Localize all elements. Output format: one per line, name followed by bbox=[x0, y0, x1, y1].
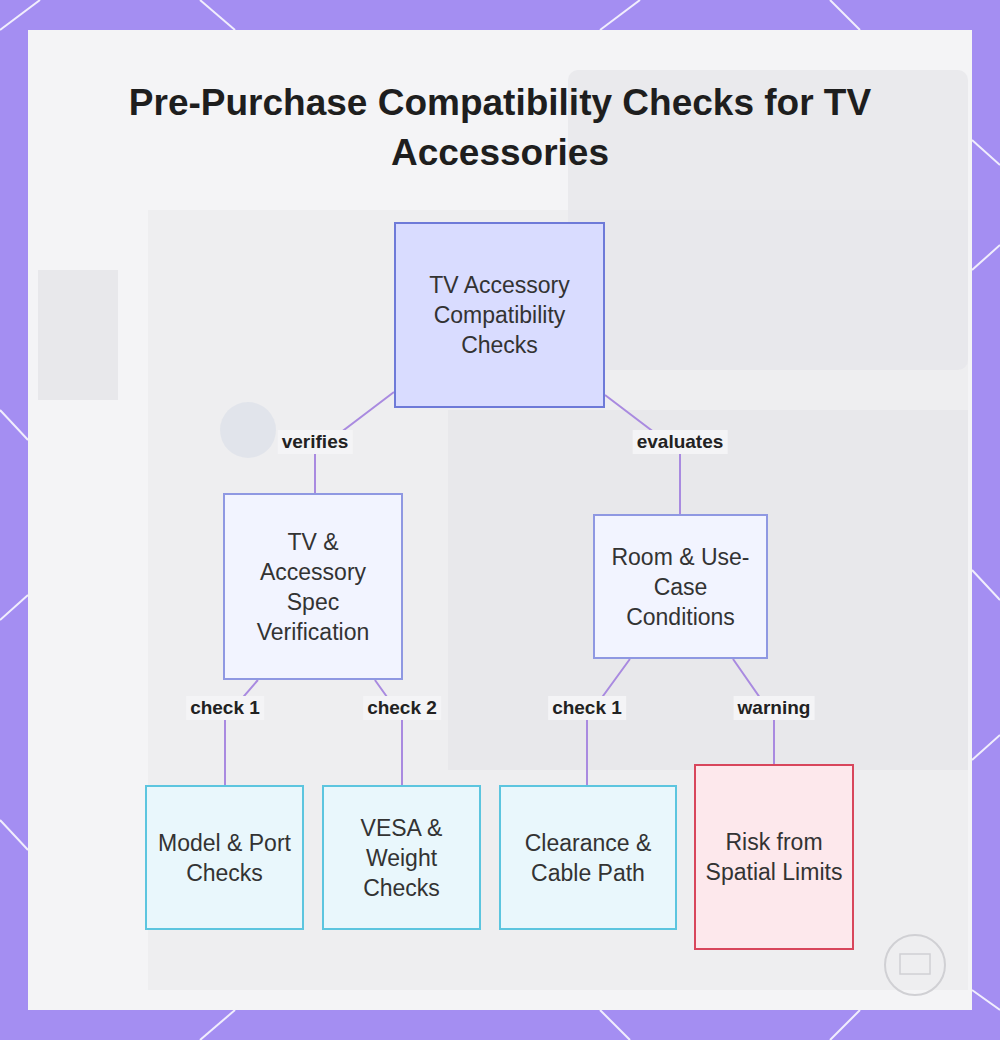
node-text: Room & Use-Case Conditions bbox=[603, 542, 758, 632]
edge-label: check 2 bbox=[363, 696, 441, 720]
node-text: Clearance & Cable Path bbox=[509, 828, 667, 888]
category-box: Room & Use-Case Conditions bbox=[593, 514, 768, 659]
edge-label: check 1 bbox=[186, 696, 264, 720]
node-text: VESA & Weight Checks bbox=[332, 813, 471, 903]
node-text: TV Accessory Compatibility Checks bbox=[404, 270, 595, 360]
edge-label: check 1 bbox=[548, 696, 626, 720]
category-box: TV & Accessory Spec Verification bbox=[223, 493, 403, 680]
connector bbox=[605, 395, 680, 514]
diagram-title: Pre-Purchase Compatibility Checks for TV… bbox=[100, 78, 900, 178]
edge-label: verifies bbox=[278, 430, 353, 454]
root-box: TV Accessory Compatibility Checks bbox=[394, 222, 605, 408]
node-text: Model & Port Checks bbox=[155, 828, 294, 888]
node-text: TV & Accessory Spec Verification bbox=[233, 527, 393, 647]
check-box: Model & Port Checks bbox=[145, 785, 304, 930]
check-box: Clearance & Cable Path bbox=[499, 785, 677, 930]
warning-box: Risk from Spatial Limits bbox=[694, 764, 854, 950]
edge-label: warning bbox=[734, 696, 815, 720]
node-text: Risk from Spatial Limits bbox=[704, 827, 844, 887]
connector bbox=[587, 659, 630, 785]
check-box: VESA & Weight Checks bbox=[322, 785, 481, 930]
edge-label: evaluates bbox=[633, 430, 728, 454]
